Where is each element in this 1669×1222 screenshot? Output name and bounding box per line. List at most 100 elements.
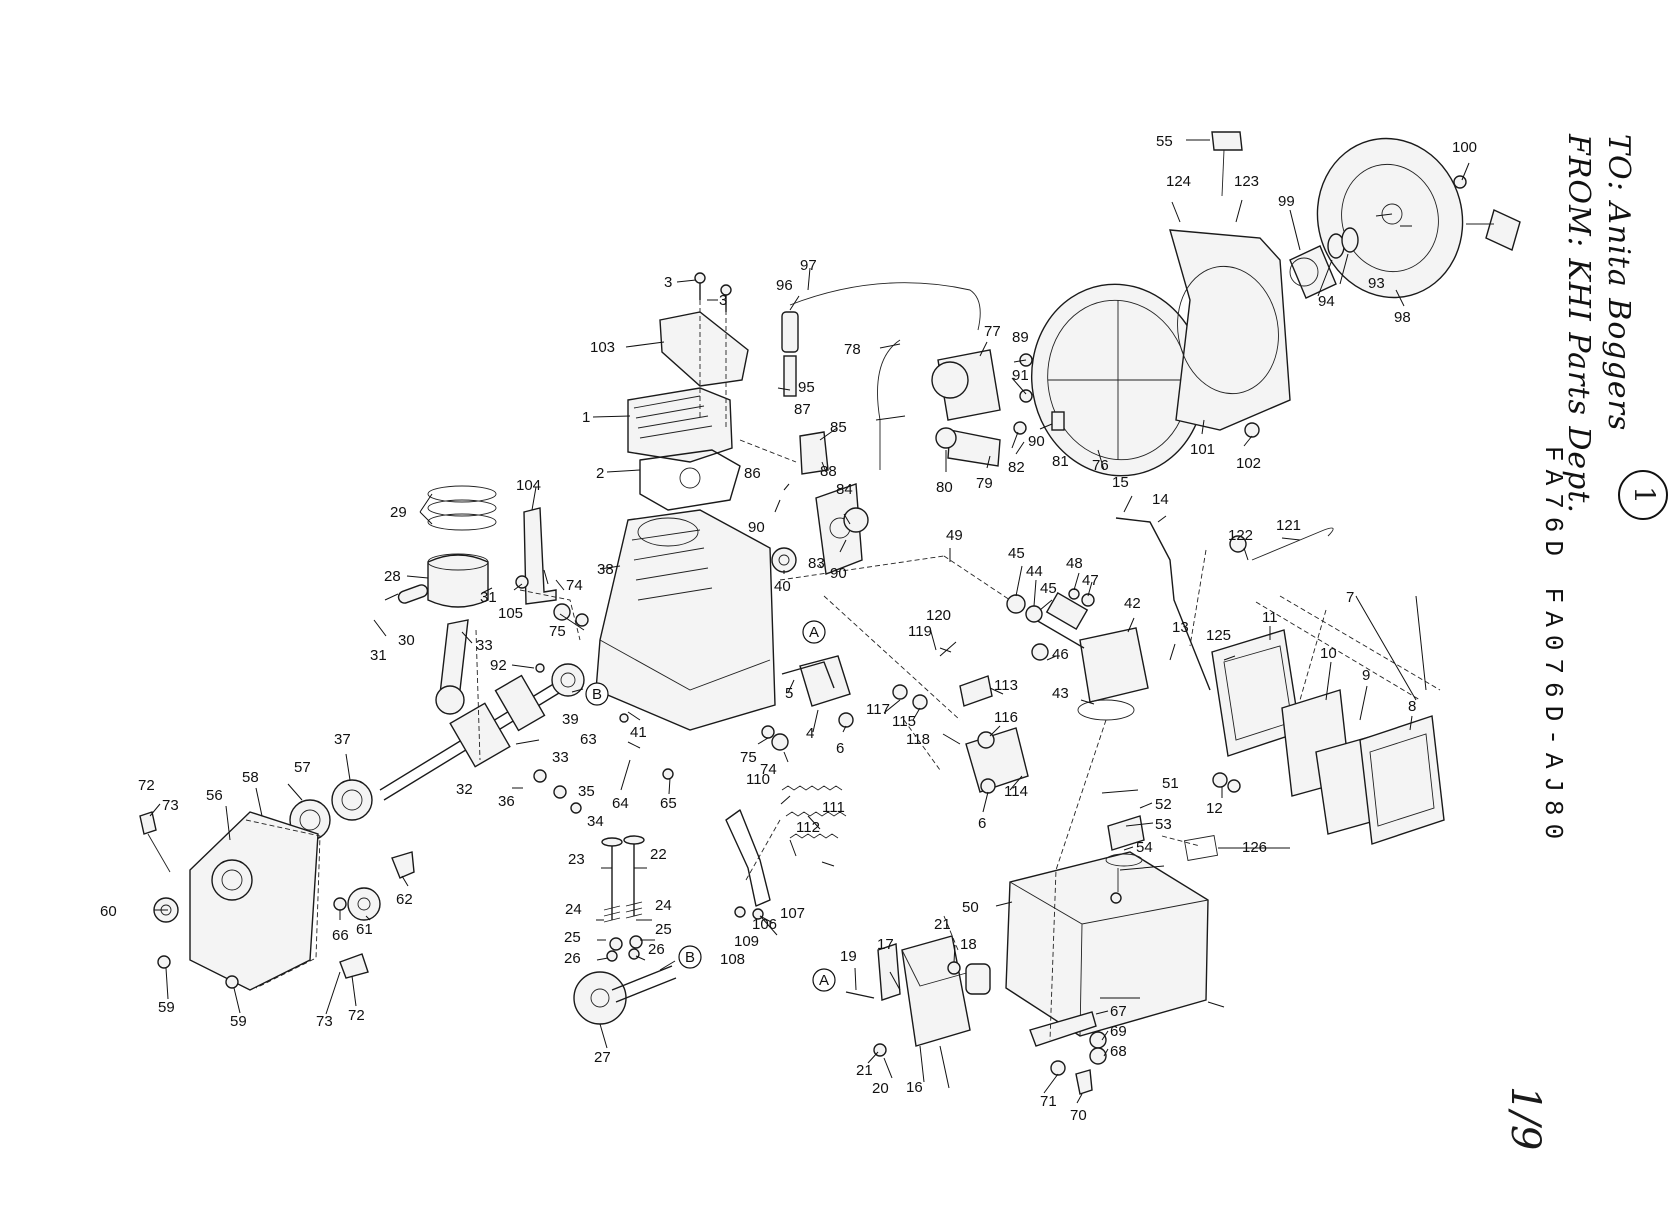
part-number-label: 21 [856,1062,873,1079]
part-number-label: 111 [822,799,845,816]
part-number-label: 113 [994,677,1018,694]
part-number-label: 102 [1236,455,1261,472]
part-number-label: 73 [316,1013,333,1030]
part-number-label: 93 [1368,275,1385,292]
part-number-label: 74 [566,577,583,594]
part-number-label: 37 [334,731,351,748]
part-number-label: 80 [936,479,953,496]
part-number-label: 89 [1012,329,1029,346]
part-number-label: 4 [806,725,814,742]
part-number-label: 6 [836,740,844,757]
part-number-label: 121 [1276,517,1301,534]
part-number-label: 84 [836,481,853,498]
part-number-label: 29 [390,504,407,521]
part-number-label: 35 [578,783,595,800]
part-number-label: 68 [1110,1043,1127,1060]
part-number-label: 47 [1082,572,1099,589]
part-number-label: 79 [976,475,993,492]
part-number-label: 24 [565,901,582,918]
part-number-label: 69 [1110,1023,1127,1040]
sheet-index-circle: 1 [1618,470,1668,520]
part-number-label: 15 [1112,474,1129,491]
part-number-label: 5 [785,685,793,702]
part-number-label: 118 [906,731,930,748]
part-number-label: 33 [476,637,493,654]
part-number-label: 45 [1008,545,1025,562]
part-number-label: 56 [206,787,223,804]
part-number-label: 11 [1262,609,1278,626]
part-number-label: 96 [776,277,793,294]
callout-a-muffler: A [819,972,829,989]
part-number-label: 25 [564,929,581,946]
part-number-label: 32 [456,781,473,798]
part-number-label: 122 [1228,527,1253,544]
part-number-label: 119 [908,623,932,640]
part-number-label: 73 [162,797,179,814]
part-number-label: 33 [552,749,569,766]
part-number-label: 45 [1040,580,1057,597]
part-number-label: 52 [1155,796,1172,813]
part-number-label: 108 [720,951,745,968]
part-number-label: 61 [356,921,373,938]
part-number-label: 24 [655,897,672,914]
part-number-label: 26 [648,941,665,958]
part-number-labels: 1 2 3 3 4 5 6 6 7 8 9 10 11 12 13 14 15 … [100,133,1477,1124]
part-number-label: 10 [1320,645,1337,662]
part-number-label: 75 [740,749,757,766]
part-number-label: 60 [100,903,117,920]
part-number-label: 34 [587,813,604,830]
part-number-label: 92 [490,657,507,674]
part-number-label: 18 [960,936,977,953]
part-number-label: 51 [1162,775,1179,792]
part-number-label: 76 [1092,457,1109,474]
part-number-label: 62 [396,891,413,908]
part-number-label: 98 [1394,309,1411,326]
part-number-label: 23 [568,851,585,868]
part-number-label: 19 [840,948,857,965]
part-number-label: 106 [752,916,777,933]
part-number-label: 75 [549,623,566,640]
part-number-label: 2 [596,465,604,482]
part-number-label: 85 [830,419,847,436]
callout-b-camshaft: B [685,949,695,966]
model-number: FA76D FA076D-AJ80 [1538,446,1568,848]
part-number-label: 42 [1124,595,1141,612]
leader-lines [149,139,1470,1104]
part-number-label: 31 [370,647,387,664]
part-number-label: 124 [1166,173,1191,190]
part-number-label: 57 [294,759,311,776]
part-number-label: 12 [1206,800,1223,817]
part-number-label: 101 [1190,441,1215,458]
part-number-label: 3 [664,274,672,291]
part-number-label: 21 [934,916,951,933]
part-number-label: 90 [1028,433,1045,450]
part-number-label: 30 [398,632,415,649]
part-number-label: 58 [242,769,259,786]
part-number-label: 71 [1040,1093,1057,1110]
callout-a: A [809,624,819,641]
part-number-label: 53 [1155,816,1172,833]
part-number-label: 90 [830,565,847,582]
part-number-label: 27 [594,1049,611,1066]
part-number-label: 22 [650,846,667,863]
assembly-lines [475,300,1441,1041]
part-number-label: 59 [158,999,175,1016]
part-number-label: 63 [580,731,597,748]
part-number-label: 123 [1234,173,1259,190]
part-number-label: 99 [1278,193,1295,210]
part-number-label: 120 [926,607,951,624]
part-number-label: 126 [1242,839,1267,856]
part-number-label: 107 [780,905,805,922]
part-number-label: 46 [1052,646,1069,663]
part-number-label: 90 [748,519,765,536]
part-number-label: 1 [582,409,590,426]
part-number-label: 50 [962,899,979,916]
part-number-label: 81 [1052,453,1069,470]
part-number-label: 82 [1008,459,1025,476]
part-number-label: 97 [800,257,817,274]
part-number-label: 104 [516,477,541,494]
part-number-label: 74 [760,761,777,778]
part-number-label: 125 [1206,627,1231,644]
part-number-label: 44 [1026,563,1043,580]
part-number-label: 64 [612,795,629,812]
